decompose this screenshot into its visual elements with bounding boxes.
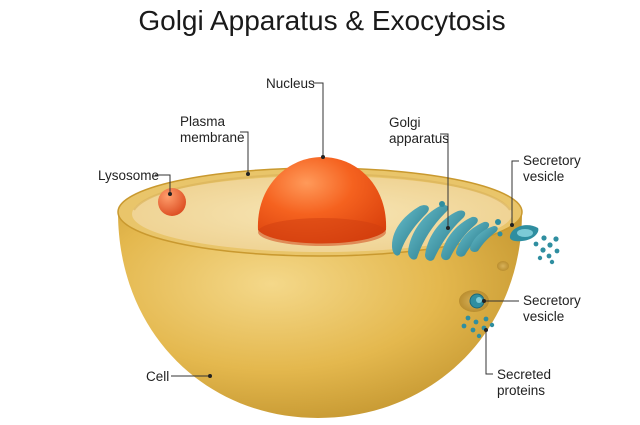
secreted-proteins-dots bbox=[461, 315, 495, 339]
protein-dot bbox=[470, 327, 476, 333]
golgi-cisterna bbox=[456, 221, 490, 257]
label-secretory-vesicle-mid-line1: Secretory bbox=[523, 293, 581, 308]
protein-dot bbox=[533, 241, 539, 247]
label-secreted-proteins-line1: Secreted bbox=[497, 367, 551, 382]
label-secreted-proteins-line2: proteins bbox=[497, 383, 545, 398]
protein-dot bbox=[483, 316, 489, 322]
protein-dot bbox=[476, 333, 482, 339]
golgi-cisterna bbox=[470, 226, 498, 252]
label-plasma-membrane-line1: Plasma bbox=[180, 114, 226, 129]
label-golgi-line1: Golgi bbox=[389, 115, 421, 130]
lysosome-leader-dot bbox=[168, 192, 172, 196]
golgi-leader bbox=[440, 133, 449, 228]
protein-dot bbox=[489, 322, 495, 328]
protein-dot bbox=[553, 236, 559, 242]
plasma-membrane-leader-dot bbox=[246, 172, 250, 176]
golgi-cisterna bbox=[425, 210, 466, 261]
secretory-vesicle-opening bbox=[517, 229, 533, 237]
secreted-proteins-leader-dot bbox=[484, 328, 488, 332]
protein-dot bbox=[541, 235, 547, 241]
lysosome-leader bbox=[155, 174, 171, 194]
golgi-cisterna bbox=[392, 205, 429, 256]
secretory-vesicle-top-leader-dot bbox=[510, 223, 514, 227]
golgi-vesicle bbox=[495, 219, 501, 225]
nucleus-leader bbox=[313, 82, 324, 157]
secretory-vesicle-top-leader bbox=[511, 160, 519, 225]
leader-lines bbox=[155, 82, 519, 378]
protein-dot bbox=[540, 247, 546, 253]
label-plasma-membrane-line2: membrane bbox=[180, 130, 245, 145]
protein-dot bbox=[549, 259, 555, 265]
secretory-vesicle-mid-leader-dot bbox=[482, 299, 486, 303]
golgi-cisterna bbox=[408, 205, 449, 260]
golgi-vesicle bbox=[497, 231, 503, 237]
plasma-membrane-leader bbox=[240, 131, 249, 174]
lysosome-organelle bbox=[158, 188, 186, 216]
secreted-proteins-leader bbox=[485, 330, 493, 375]
golgi-leader-dot bbox=[446, 226, 450, 230]
label-cell: Cell bbox=[146, 369, 169, 384]
label-golgi-line2: apparatus bbox=[389, 131, 449, 146]
golgi-cisterna bbox=[441, 216, 478, 261]
label-lysosome: Lysosome bbox=[98, 168, 159, 183]
membrane-pit bbox=[497, 261, 509, 271]
label-nucleus: Nucleus bbox=[266, 76, 315, 91]
protein-dot bbox=[546, 253, 552, 259]
golgi-stack bbox=[392, 201, 503, 261]
label-secretory-vesicle-mid-line2: vesicle bbox=[523, 309, 564, 324]
nucleus-base bbox=[258, 218, 386, 246]
protein-dot bbox=[473, 319, 479, 325]
nucleus-leader-dot bbox=[321, 155, 325, 159]
label-secretory-vesicle-top-line1: Secretory bbox=[523, 153, 581, 168]
protein-dot bbox=[461, 323, 467, 329]
protein-dot bbox=[554, 248, 560, 254]
golgi-vesicle bbox=[439, 201, 445, 207]
secretory-vesicle-surface-core bbox=[476, 297, 482, 303]
protein-dot bbox=[537, 255, 543, 261]
label-secretory-vesicle-top-line2: vesicle bbox=[523, 169, 564, 184]
cell-leader-dot bbox=[208, 374, 212, 378]
diagram-title: Golgi Apparatus & Exocytosis bbox=[138, 5, 505, 36]
protein-dot bbox=[465, 315, 471, 321]
cell-body bbox=[118, 212, 522, 418]
protein-dot bbox=[547, 242, 553, 248]
released-proteins-top bbox=[533, 235, 560, 265]
